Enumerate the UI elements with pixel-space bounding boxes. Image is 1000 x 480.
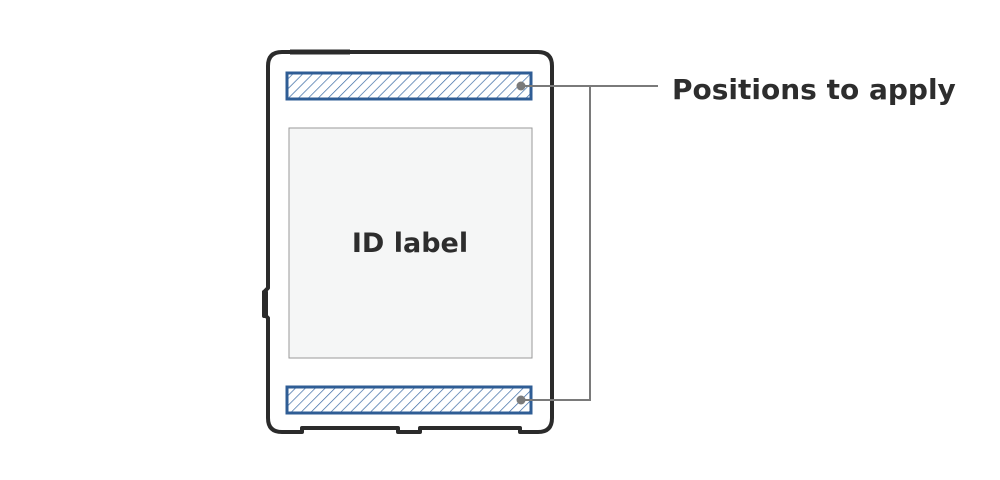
side-button-icon [262, 290, 268, 318]
apply-position-bottom-area [285, 385, 533, 415]
id-label-text: ID label [352, 228, 468, 259]
apply-position-top-area [285, 71, 533, 101]
id-label-rect [288, 127, 533, 359]
callout-label: Positions to apply [672, 73, 956, 106]
id-label-area: ID label [288, 127, 533, 359]
leader-lines [521, 85, 658, 401]
leader-line-vertical [521, 86, 591, 401]
apply-position-bottom [285, 385, 533, 415]
apply-position-top [285, 71, 533, 101]
